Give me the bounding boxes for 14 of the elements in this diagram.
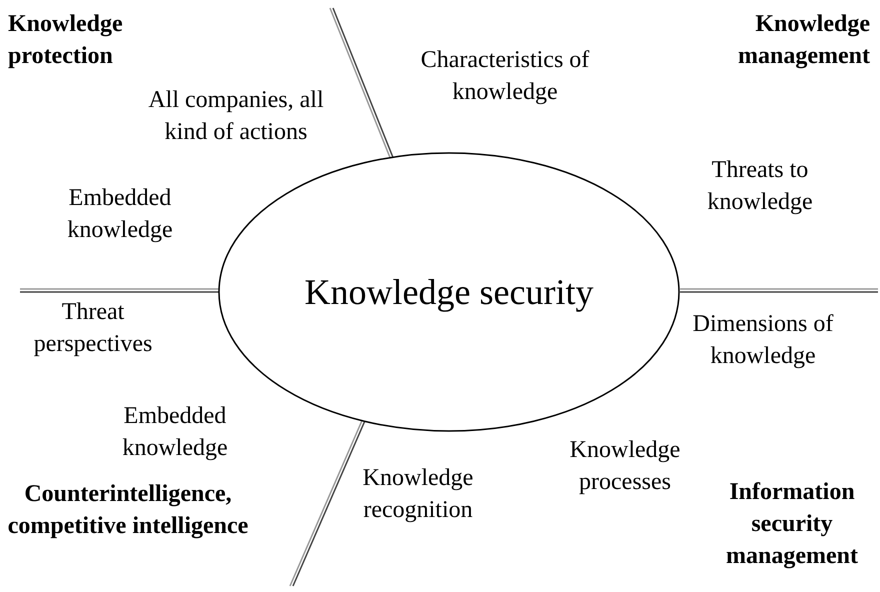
topic-label: Dimensions of knowledge [692,310,834,371]
sector-heading: Knowledge management [737,10,870,71]
sector-heading: Counterintelligence, competitive intelligence [6,480,250,541]
topic-label: Threat perspectives [32,298,154,359]
topic-label: Characteristics of knowledge [420,46,590,107]
topic-label: All companies, all kind of actions [147,86,325,147]
sector-heading: Information security management [725,478,859,571]
topic-label: Embedded knowledge [66,184,174,245]
sector-heading: Knowledge protection [8,10,124,71]
node-title: Knowledge security [304,271,594,313]
topic-label: Knowledge processes [568,436,682,497]
topic-label: Threats to knowledge [706,156,814,217]
topic-label: Knowledge recognition [362,464,474,525]
topic-label: Embedded knowledge [121,402,229,463]
